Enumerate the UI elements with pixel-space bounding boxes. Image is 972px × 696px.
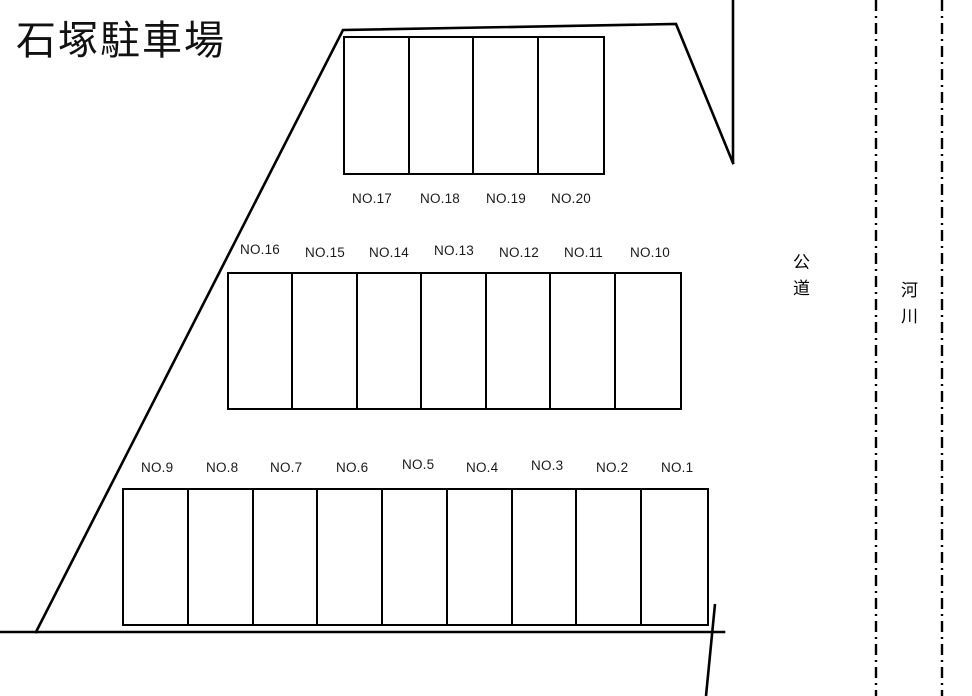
public-road-label-char1: 公 [793, 253, 811, 272]
parking-stall[interactable] [383, 490, 448, 624]
stall-label-no11: NO.11 [564, 245, 604, 260]
stall-label-no15: NO.15 [305, 245, 346, 260]
stall-label-no19: NO.19 [486, 191, 527, 206]
parking-stall[interactable] [486, 274, 552, 408]
bottom-parking-row [122, 488, 709, 626]
road-west-edge-line-lower [704, 603, 717, 696]
parking-stall[interactable] [229, 274, 294, 408]
stall-label-no17: NO.17 [352, 191, 393, 206]
stall-label-no8: NO.8 [206, 460, 239, 475]
stall-label-no13: NO.13 [434, 243, 475, 258]
parking-stall[interactable] [409, 38, 474, 173]
public-road-label-char2: 道 [793, 279, 811, 299]
stall-label-no20: NO.20 [551, 191, 592, 206]
public-road-label: 公 道 [784, 250, 820, 303]
stall-label-no16: NO.16 [240, 242, 281, 257]
parking-stall[interactable] [642, 490, 708, 624]
stall-label-no12: NO.12 [499, 245, 540, 260]
parking-stall[interactable] [447, 490, 513, 624]
parking-stall[interactable] [512, 490, 578, 624]
stall-label-no9: NO.9 [141, 460, 174, 475]
stall-label-no18: NO.18 [420, 191, 461, 206]
stall-label-no2: NO.2 [596, 460, 629, 475]
parking-stall[interactable] [474, 38, 539, 173]
stall-label-no7: NO.7 [270, 460, 303, 475]
parking-stall[interactable] [551, 274, 616, 408]
stall-label-no1: NO.1 [661, 460, 694, 475]
parking-stall[interactable] [318, 490, 384, 624]
parking-stall[interactable] [357, 274, 423, 408]
page-title: 石塚駐車場 [16, 19, 226, 63]
parking-stall[interactable] [124, 490, 189, 624]
river-label-char2: 川 [901, 307, 919, 327]
parking-stall[interactable] [293, 274, 358, 408]
river-label: 河 川 [892, 278, 928, 331]
stall-label-no6: NO.6 [336, 460, 369, 475]
parking-stall[interactable] [615, 274, 681, 408]
parking-stall[interactable] [538, 38, 603, 173]
top-parking-row [343, 36, 605, 175]
stall-label-no10: NO.10 [630, 245, 671, 260]
stall-label-no14: NO.14 [369, 245, 410, 260]
parking-stall[interactable] [577, 490, 643, 624]
stall-label-no3: NO.3 [531, 458, 564, 473]
parking-stall[interactable] [253, 490, 319, 624]
middle-parking-row [227, 272, 682, 410]
river-label-char1: 河 [901, 281, 919, 300]
property-boundary-outline [34, 22, 735, 634]
parking-stall[interactable] [188, 490, 254, 624]
stall-label-no4: NO.4 [466, 460, 499, 475]
parking-stall[interactable] [422, 274, 487, 408]
stall-label-no5: NO.5 [402, 457, 435, 472]
parking-stall[interactable] [345, 38, 410, 173]
